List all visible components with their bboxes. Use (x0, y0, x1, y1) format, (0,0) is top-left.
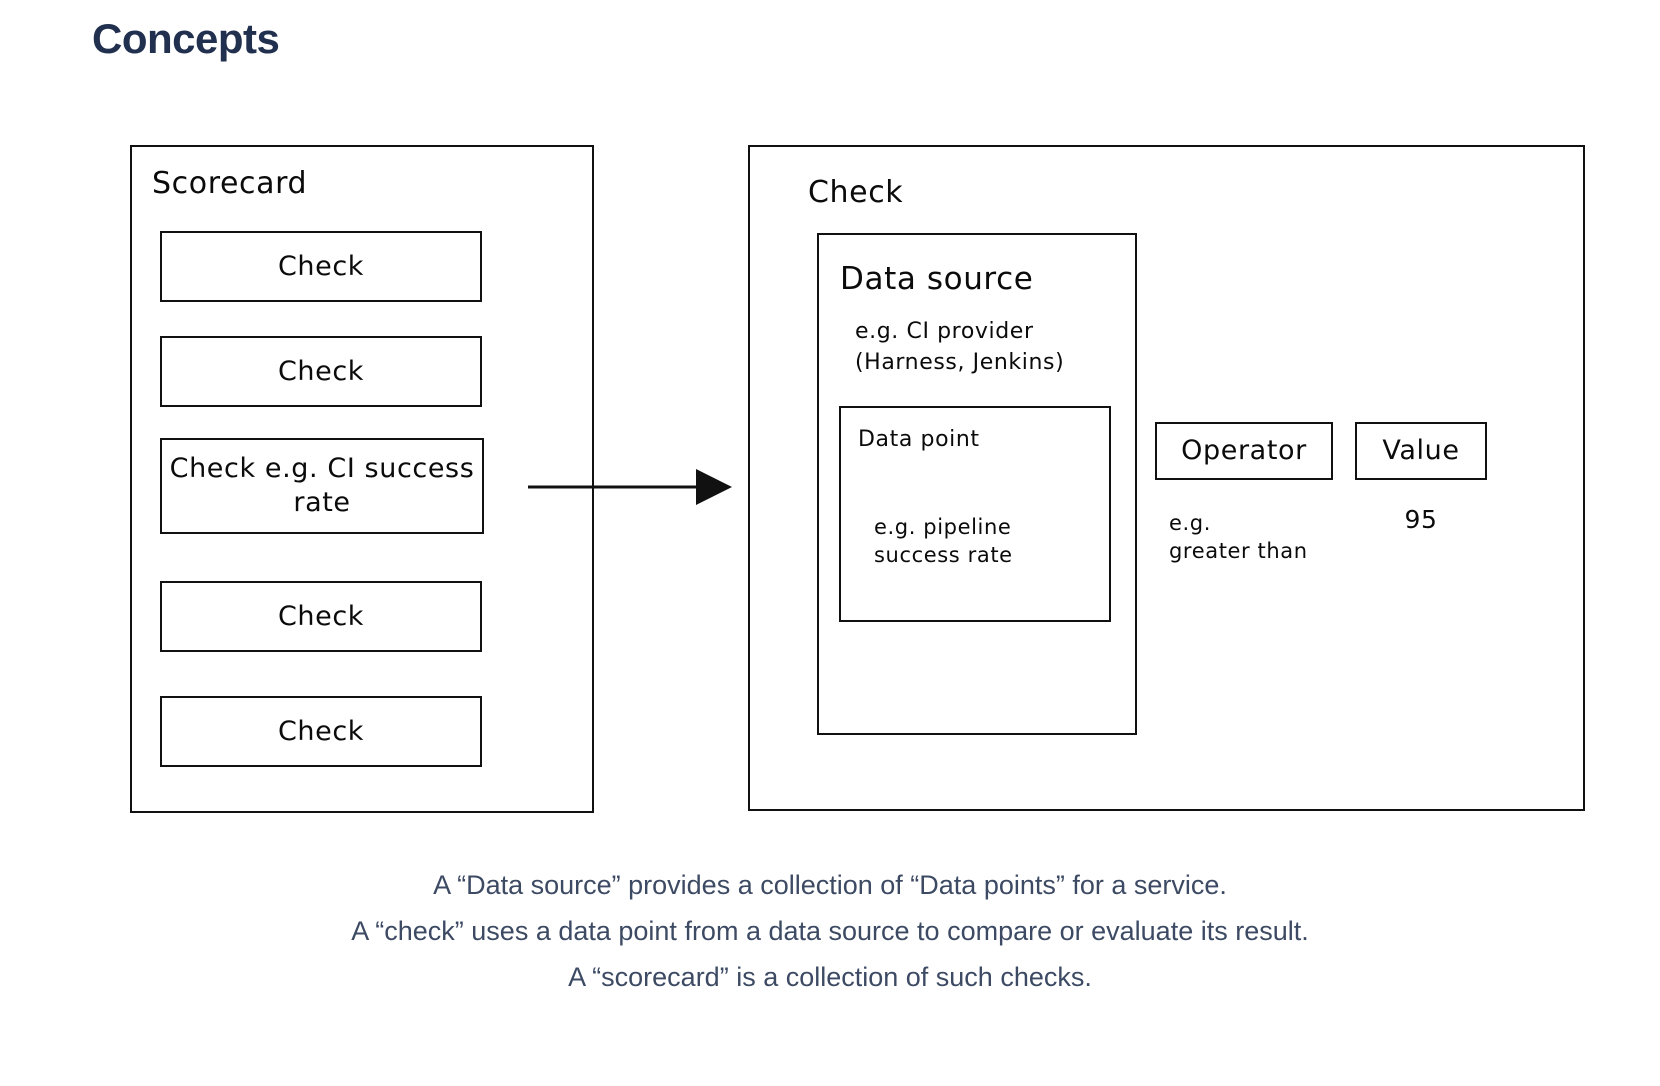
value-box[interactable]: Value (1355, 422, 1487, 480)
caption-line-2: A “check” uses a data point from a data … (351, 916, 1309, 946)
scorecard-check-label-4: Check (277, 600, 365, 632)
scorecard-check-item-1[interactable]: Check (160, 231, 482, 302)
data-point-title: Data point (858, 427, 980, 452)
operator-box[interactable]: Operator (1155, 422, 1333, 480)
scorecard-check-item-2[interactable]: Check (160, 336, 482, 407)
scorecard-check-label-3: Check e.g. CI success rate (169, 453, 475, 518)
value-example-text: 95 (1404, 505, 1438, 534)
caption-line-1: A “Data source” provides a collection of… (433, 870, 1227, 900)
scorecard-check-label-5: Check (277, 715, 365, 747)
scorecard-check-item-3[interactable]: Check e.g. CI success rate (160, 438, 484, 534)
scorecard-check-item-4[interactable]: Check (160, 581, 482, 652)
value-label: Value (1382, 435, 1460, 466)
check-detail-title: Check (808, 175, 904, 210)
page-title: Concepts (92, 15, 280, 62)
operator-example-text: e.g. greater than (1169, 511, 1308, 563)
scorecard-check-item-5[interactable]: Check (160, 696, 482, 767)
caption-line-3: A “scorecard” is a collection of such ch… (568, 962, 1092, 992)
arrow-right-icon (528, 469, 732, 505)
scorecard-check-label-2: Check (277, 355, 365, 387)
scorecard-title: Scorecard (152, 166, 308, 201)
data-point-example-text: e.g. pipeline success rate (874, 515, 1013, 567)
caption-block: A “Data source” provides a collection of… (0, 862, 1660, 1000)
data-source-example-text: e.g. CI provider (Harness, Jenkins) (855, 319, 1065, 375)
scorecard-check-label-1: Check (277, 250, 365, 282)
data-source-title: Data source (840, 261, 1034, 297)
operator-label: Operator (1181, 435, 1307, 466)
data-point-container (839, 406, 1111, 622)
